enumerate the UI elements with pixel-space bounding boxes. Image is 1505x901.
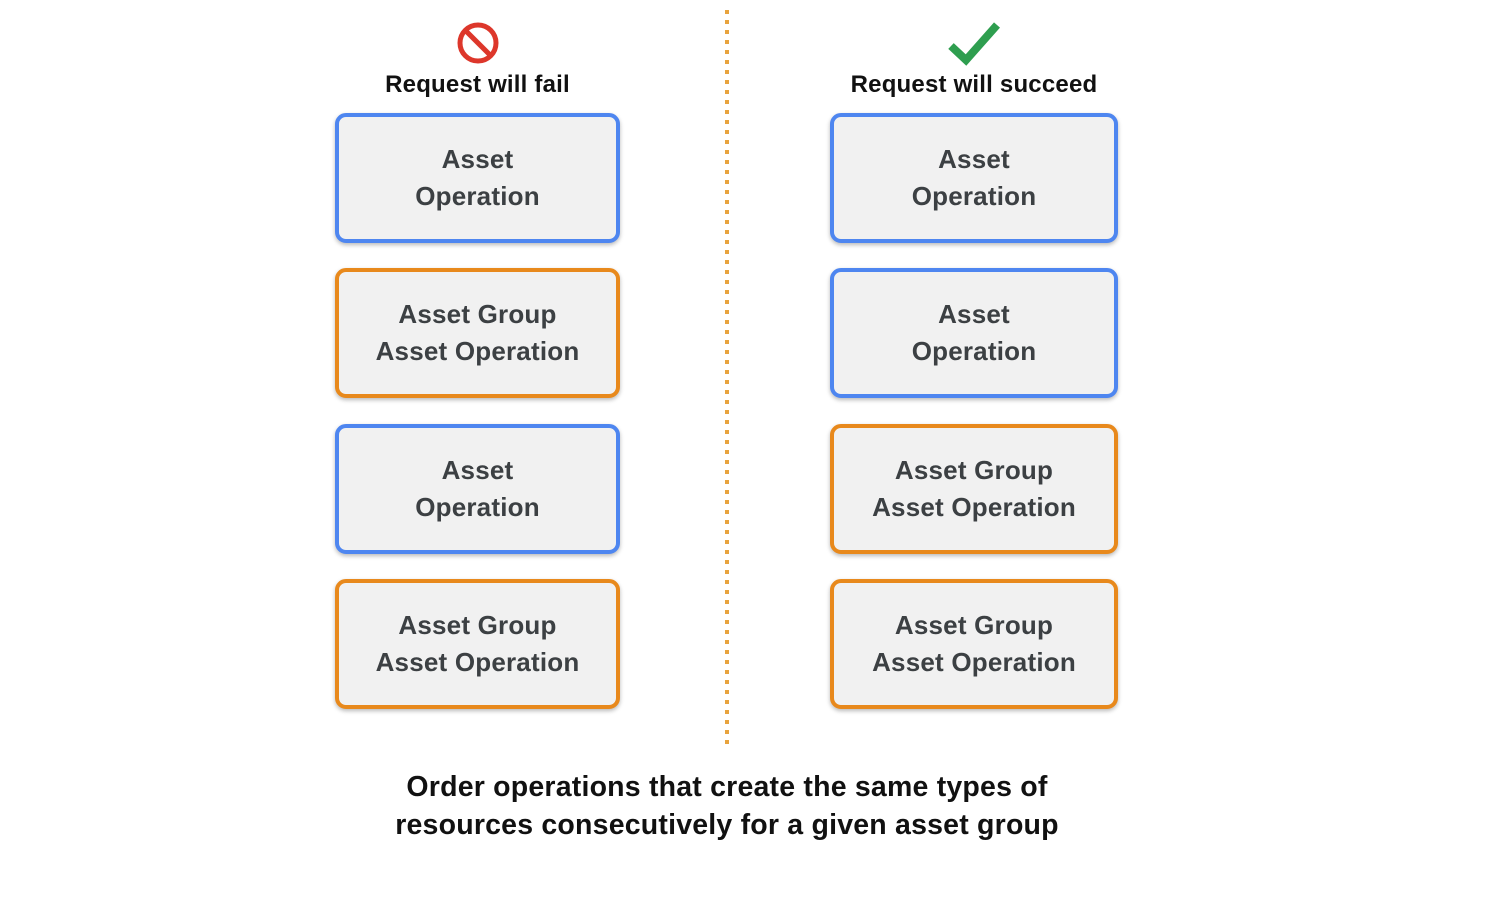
- caption-line-2: resources consecutively for a given asse…: [395, 809, 1059, 841]
- asset-group-asset-operation-box: Asset Group Asset Operation: [335, 268, 620, 398]
- box-label: Asset Group Asset Operation: [872, 610, 1076, 677]
- succeed-column: Request will succeed Asset Operation Ass…: [830, 0, 1118, 745]
- asset-operation-box: Asset Operation: [335, 424, 620, 554]
- fail-column: Request will fail Asset Operation Asset …: [335, 0, 620, 745]
- box-label: Asset Operation: [911, 299, 1037, 366]
- box-label: Asset Operation: [415, 455, 540, 522]
- asset-operation-box: Asset Operation: [830, 268, 1118, 398]
- prohibition-icon: [335, 18, 620, 68]
- caption-line-1: Order operations that create the same ty…: [406, 771, 1048, 803]
- fail-column-title: Request will fail: [385, 71, 570, 98]
- asset-group-asset-operation-box: Asset Group Asset Operation: [335, 579, 620, 709]
- box-label: Asset Group Asset Operation: [872, 455, 1076, 522]
- dotted-divider: [725, 10, 729, 746]
- asset-group-asset-operation-box: Asset Group Asset Operation: [830, 424, 1118, 554]
- box-label: Asset Group Asset Operation: [375, 610, 580, 677]
- asset-group-asset-operation-box: Asset Group Asset Operation: [830, 579, 1118, 709]
- box-label: Asset Operation: [415, 144, 540, 211]
- asset-operation-box: Asset Operation: [335, 113, 620, 243]
- fail-column-header: Request will fail: [335, 18, 620, 99]
- succeed-column-header: Request will succeed: [830, 18, 1118, 99]
- box-label: Asset Operation: [911, 144, 1037, 211]
- checkmark-icon: [830, 18, 1118, 68]
- diagram-caption: Order operations that create the same ty…: [127, 768, 1327, 844]
- box-label: Asset Group Asset Operation: [375, 299, 580, 366]
- asset-operation-box: Asset Operation: [830, 113, 1118, 243]
- succeed-column-title: Request will succeed: [850, 71, 1098, 98]
